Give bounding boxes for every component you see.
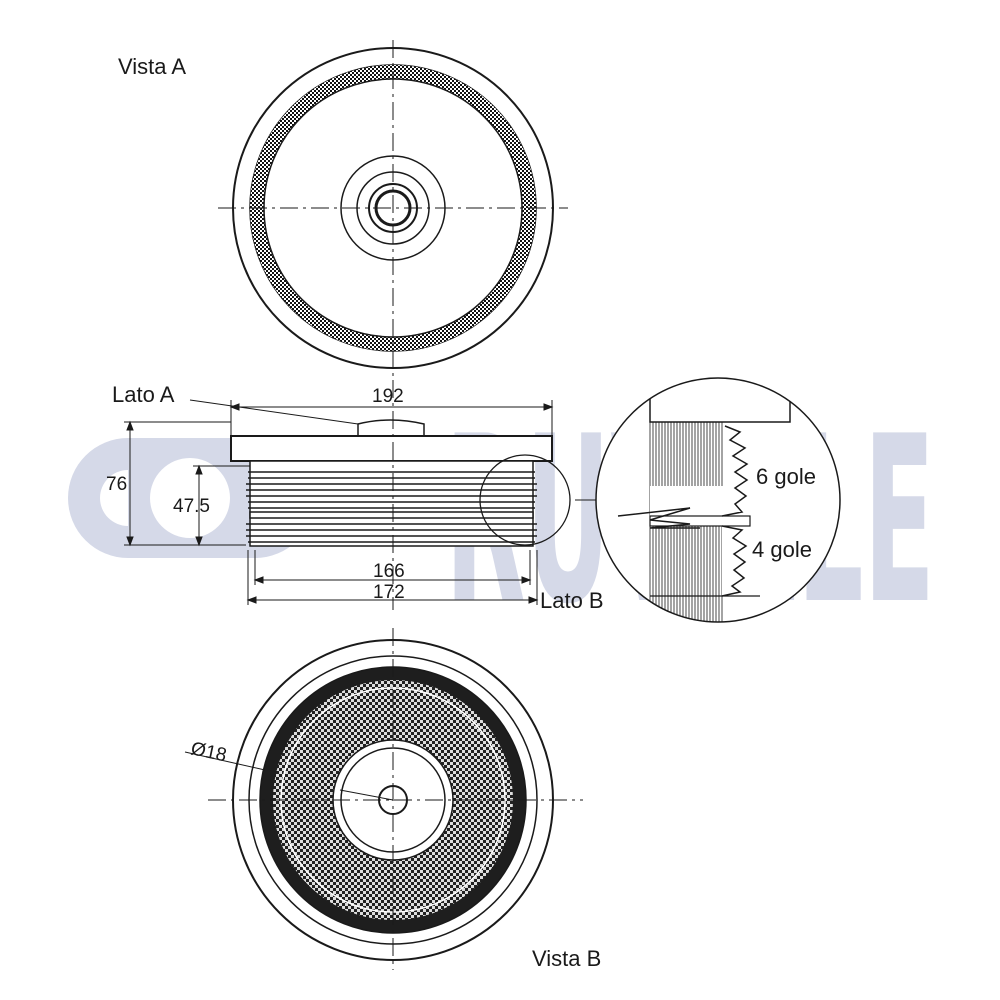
dimension-groove-diameter: 166	[373, 561, 405, 582]
lower-grooves-label: 4 gole	[752, 537, 812, 562]
dimension-height: 76	[106, 474, 127, 495]
side-b-label: Lato B	[540, 588, 604, 613]
side-view-drawing	[230, 380, 571, 610]
upper-grooves-label: 6 gole	[756, 464, 816, 489]
view-b-label: Vista B	[532, 946, 601, 971]
hole-diameter-label: Ø18	[189, 738, 229, 766]
dimension-pulley-diameter: 172	[373, 582, 405, 603]
side-a-label: Lato A	[112, 382, 175, 407]
view-a-label: Vista A	[118, 54, 186, 79]
dimension-inner-height: 47.5	[173, 496, 210, 517]
dimension-lines	[124, 399, 614, 605]
groove-detail	[595, 377, 841, 623]
view-b-drawing	[184, 628, 583, 970]
view-a-drawing	[218, 40, 568, 380]
dimension-outer-diameter: 192	[372, 386, 404, 407]
